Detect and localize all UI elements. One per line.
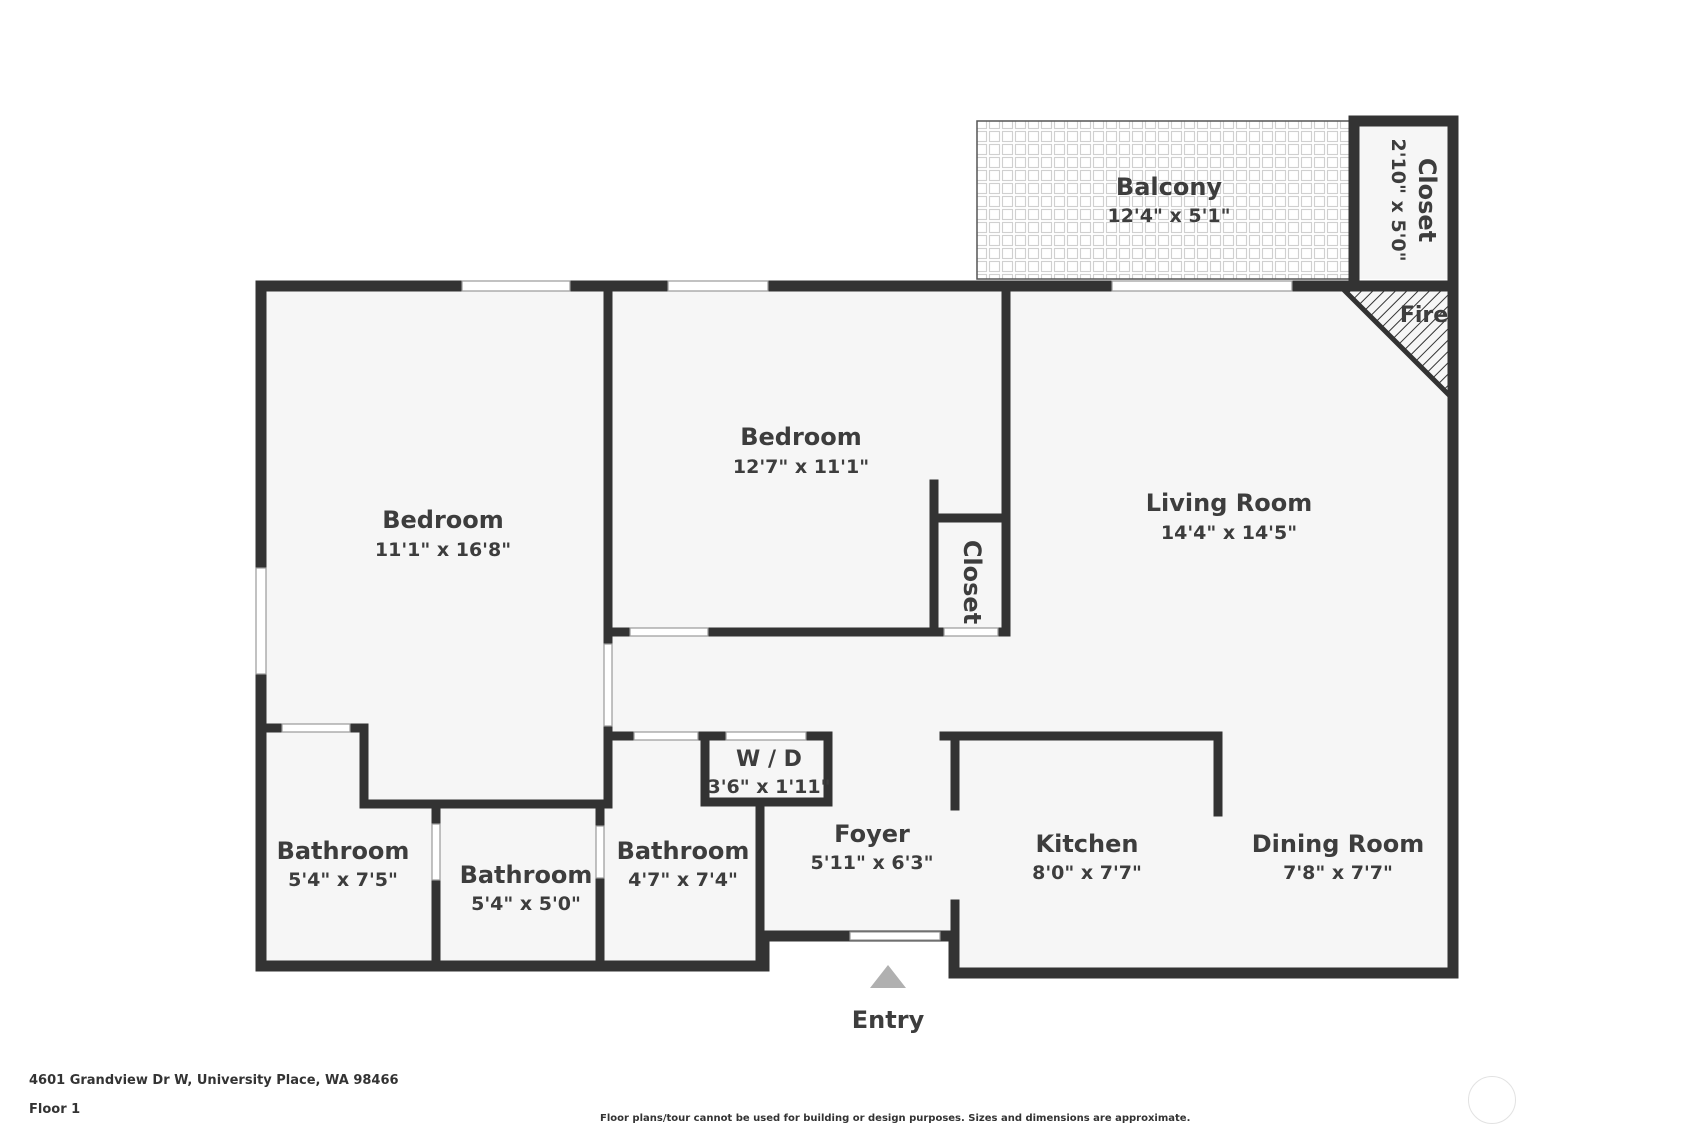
door-entry <box>849 931 941 941</box>
door-closet <box>943 627 999 637</box>
door-bed-mid <box>629 627 709 637</box>
balcony-closet-wall <box>1348 115 1459 292</box>
wd-name: W / D <box>736 747 802 772</box>
bathroom-1-dims: 5'4" x 7'5" <box>288 869 398 891</box>
window-bed-left-side <box>255 567 267 675</box>
floor-label: Floor 1 <box>29 1102 81 1117</box>
bathroom-3-name: Bathroom <box>617 837 750 865</box>
dining-room-name: Dining Room <box>1252 830 1425 858</box>
bedroom-mid-name: Bedroom <box>740 423 862 451</box>
bathroom-1-name: Bathroom <box>277 837 410 865</box>
closet-balcony-dims: 2'10" x 5'0" <box>1387 138 1409 261</box>
bedroom-left-name: Bedroom <box>382 506 504 534</box>
door-bed-left <box>603 643 613 727</box>
kitchen-name: Kitchen <box>1036 830 1139 858</box>
entry-arrow-icon <box>870 965 906 988</box>
closet-balcony-floor <box>1358 121 1449 279</box>
wall-bed-left-bottom <box>359 723 613 809</box>
door-bath1 <box>281 723 351 733</box>
bathroom-2-dims: 5'4" x 5'0" <box>471 893 581 915</box>
disclaimer-text: Floor plans/tour cannot be used for buil… <box>600 1113 1191 1124</box>
door-wd <box>725 731 807 741</box>
outer-wall-bottom-right <box>948 280 1459 979</box>
bathroom-2-name: Bathroom <box>460 861 593 889</box>
door-bath2 <box>431 823 441 881</box>
fireplace-label: Fire <box>1400 303 1448 328</box>
bathroom-3-dims: 4'7" x 7'4" <box>628 869 738 891</box>
foyer-dims: 5'11" x 6'3" <box>810 852 933 874</box>
door-bath2b <box>595 825 605 879</box>
living-room-dims: 14'4" x 14'5" <box>1161 522 1297 544</box>
openings <box>255 280 1293 941</box>
outer-wall-foyer-step <box>758 930 960 979</box>
bedroom-left-dims: 11'1" x 16'8" <box>375 539 511 561</box>
balcony-floor <box>976 120 1355 280</box>
entry-label: Entry <box>852 1006 925 1034</box>
window-bed-left-top <box>461 280 571 292</box>
closet-balcony-label: Closet 2'10" x 5'0" <box>1387 138 1441 261</box>
living-room-name: Living Room <box>1146 489 1312 517</box>
fireplace-wall <box>1336 282 1457 403</box>
wall-kitchen-top <box>939 731 1223 817</box>
window-bed-mid-top <box>667 280 769 292</box>
balcony-name: Balcony <box>1116 173 1223 201</box>
kitchen-dims: 8'0" x 7'7" <box>1032 862 1142 884</box>
room-labels: Balcony 12'4" x 5'1" Closet 2'10" x 5'0"… <box>277 138 1449 1034</box>
closet-mid-name: Closet <box>958 540 986 624</box>
dining-room-dims: 7'8" x 7'7" <box>1283 862 1393 884</box>
bedroom-mid-dims: 12'7" x 11'1" <box>733 456 869 478</box>
closet-balcony-name: Closet <box>1413 158 1441 242</box>
sliding-door-living <box>1111 280 1293 292</box>
foyer-name: Foyer <box>834 820 910 848</box>
balcony-dims: 12'4" x 5'1" <box>1107 205 1230 227</box>
compass-icon <box>1468 1076 1516 1124</box>
door-bath3 <box>633 731 699 741</box>
wd-dims: 3'6" x 1'11" <box>707 776 830 798</box>
property-address: 4601 Grandview Dr W, University Place, W… <box>29 1073 399 1088</box>
